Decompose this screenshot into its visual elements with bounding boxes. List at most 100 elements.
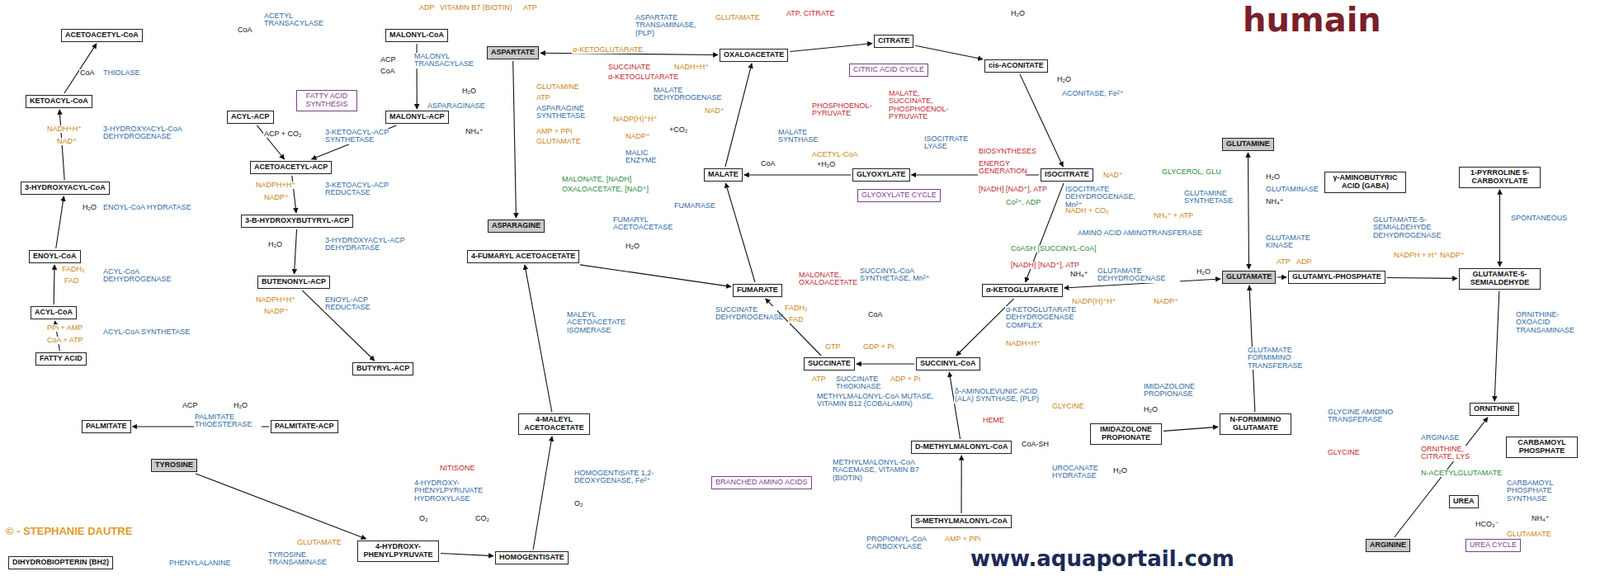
reaction-arrow (533, 436, 553, 550)
compound-name: TYROSINE (155, 461, 194, 470)
compound-box: ENOYL-CoA (28, 250, 81, 264)
compound-box: CARBAMOYL PHOSPHATE (1505, 436, 1578, 458)
compound-name: FATTY ACID (39, 354, 83, 364)
reagent-label: NH₄⁺ (1264, 198, 1284, 206)
compound-name: S-METHYLMALONYL-CoA (915, 517, 1008, 526)
reaction-arrow (915, 45, 983, 60)
activator-label: OXALOACETATE, [NAD⁺] (561, 185, 650, 194)
inhibitor-label: PHOSPHOENOL-PYRUVATE (811, 102, 874, 118)
reaction-arrow (1277, 276, 1287, 278)
reaction-arrow (1163, 426, 1218, 431)
cofactor-label: ATP (811, 375, 827, 383)
reagent-label: H₂O (81, 203, 98, 212)
reagent-label: H₂O (232, 401, 249, 410)
reagent-label: NH₄⁺ (1069, 270, 1089, 279)
enzyme-label: MALATE DEHYDROGENASE (652, 86, 727, 103)
compound-box: 4-MALEYL ACETOACETATE (518, 413, 590, 435)
compound-box: 3-B-HYDROXYBUTYRYL-ACP (240, 214, 354, 228)
cofactor-label: NADP(H)⁺H⁺ (1071, 297, 1118, 306)
compound-name: 4-FUMARYL ACETOACETATE (471, 252, 576, 261)
cofactor-label: PPi + AMP (46, 324, 84, 332)
cofactor-label: GLUTAMATE (714, 14, 761, 22)
amino-acid-box: ARGININE (1365, 538, 1411, 553)
reaction-arrow (1494, 291, 1500, 402)
cofactor-label: NAD⁺ (56, 137, 78, 146)
reagent-label: HCO₃⁻ (1474, 520, 1500, 529)
pathway-box: FATTY ACID SYNTHESIS (296, 89, 358, 112)
compound-box: MALATE (703, 168, 743, 182)
compound-name: SUCCINYL-CoA (920, 359, 977, 369)
compound-name: CITRIC ACID CYCLE (853, 66, 925, 75)
inhibitor-label: ORNITHINE, CITRATE, LYS (1420, 445, 1478, 462)
reagent-label: ACP (379, 56, 397, 64)
cofactor-label: ATP (535, 94, 552, 102)
cofactor-label: ATP (522, 4, 539, 12)
reaction-arrow (513, 61, 517, 218)
enzyme-label: PROPIONYL-CoA CARBOXYLASE (865, 535, 940, 552)
enzyme-label: ACYL-CoA DEHYDROGENASE (102, 268, 207, 284)
compound-name: UREA CYCLE (1469, 541, 1517, 550)
compound-name: ASPARAGINE (491, 221, 541, 231)
reaction-arrow (744, 174, 851, 175)
enzyme-label: SUCCINATE THIOKINASE (835, 375, 888, 392)
reagent-label: O₂ (418, 514, 430, 523)
compound-box: DIHYDROBIOPTERIN (BH2) (8, 556, 114, 570)
activator-label: GLYCEROL, GLU (1161, 168, 1223, 176)
compound-box: 4-FUMARYL ACETOACETATE (467, 250, 580, 264)
compound-name: FUMARATE (736, 286, 779, 295)
compound-box: 4-HYDROXY-PHENYLPYRUVATE (357, 540, 439, 562)
cofactor-label: ACETYL-CoA (811, 151, 859, 159)
reaction-arrow (725, 63, 752, 167)
reagent-label: O₂ (573, 500, 585, 508)
reagent-label: CO₂ (474, 514, 491, 523)
compound-name: α-KETOGLUTARATE (986, 286, 1059, 295)
compound-box: α-KETOGLUTARATE (981, 283, 1063, 298)
inhibitor-label: MALONATE, OXALOACETATE (797, 271, 856, 288)
enzyme-label: GLUTAMATE DEHYDROGENASE (1096, 267, 1180, 284)
reagent-label: CoA (236, 26, 254, 34)
compound-name: OXALOACETATE (723, 51, 784, 60)
compound-name: IMIDAZOLONE PROPIONATE (1094, 425, 1158, 443)
cofactor-label: α-KETOGLUTARATE (571, 46, 644, 54)
enzyme-label: THIOLASE (102, 69, 142, 77)
cofactor-label: ATP (1275, 258, 1292, 266)
enzyme-label: ACETYL TRANSACYLASE (263, 12, 342, 29)
enzyme-label: GLUTAMINASE (1264, 185, 1320, 194)
inhibitor-label: BIOSYNTHESES (977, 147, 1038, 156)
reagent-label: NH₄⁺ (1530, 514, 1550, 523)
compound-name: ENOYL-CoA (33, 252, 77, 261)
reaction-arrow (294, 229, 298, 274)
cofactor-label: ADP (418, 4, 436, 12)
amino-acid-box: ASPARAGINE (487, 219, 545, 233)
reaction-arrow (960, 455, 962, 514)
enzyme-label: METHYLMALONYL-CoA MUTASE, VITAMIN B12 (C… (816, 392, 946, 409)
compound-name: PALMITATE (85, 422, 128, 431)
compound-name: 3-B-HYDROXYBUTYRYL-ACP (245, 217, 350, 226)
pathway-box: UREA CYCLE (1465, 538, 1521, 553)
compound-box: 3-HYDROXYACYL-CoA (20, 181, 110, 195)
enzyme-label: α-KETOGLUTARATE DEHYDROGENASE COMPLEX (1005, 306, 1104, 330)
reaction-arrow (1247, 152, 1249, 270)
reagent-label: H₂O (461, 87, 477, 95)
cofactor-label: NADH+H⁺ (1005, 339, 1042, 348)
compound-name: 4-HYDROXY-PHENYLPYRUVATE (361, 542, 435, 560)
reaction-arrow (948, 372, 960, 439)
compound-name: 3-HYDROXYACYL-CoA (24, 184, 106, 193)
compound-name: KETOACYL-CoA (29, 97, 89, 106)
compound-name: BUTYRYL-ACP (356, 364, 410, 373)
cofactor-label: GLYCINE (1051, 402, 1086, 411)
reagent-label: H₂O (624, 242, 641, 251)
enzyme-label: FUMARASE (673, 202, 717, 210)
enzyme-label: PALMITATE THIOESTERASE (193, 413, 262, 430)
compound-name: γ-AMINOBUTYRIC ACID (GABA) (1328, 174, 1402, 191)
reaction-arrow (856, 363, 915, 364)
inhibitor-label: α-KETOGLUTARATE (607, 73, 680, 81)
enzyme-label: GLUTAMATE FORMIMINO TRANSFERASE (1246, 346, 1331, 370)
compound-box: FATTY ACID (35, 352, 87, 366)
enzyme-label: UROCANATE HYDRATASE (1051, 464, 1110, 481)
enzyme-label: 3-KETOACYL-ACP REDUCTASE (324, 181, 413, 198)
enzyme-label: HOMOGENTISATE 1,2-DEOXYGENASE, Fe²⁺ (573, 469, 657, 486)
cofactor-label: ADP + Pi (889, 375, 922, 383)
reaction-arrow (580, 264, 732, 287)
